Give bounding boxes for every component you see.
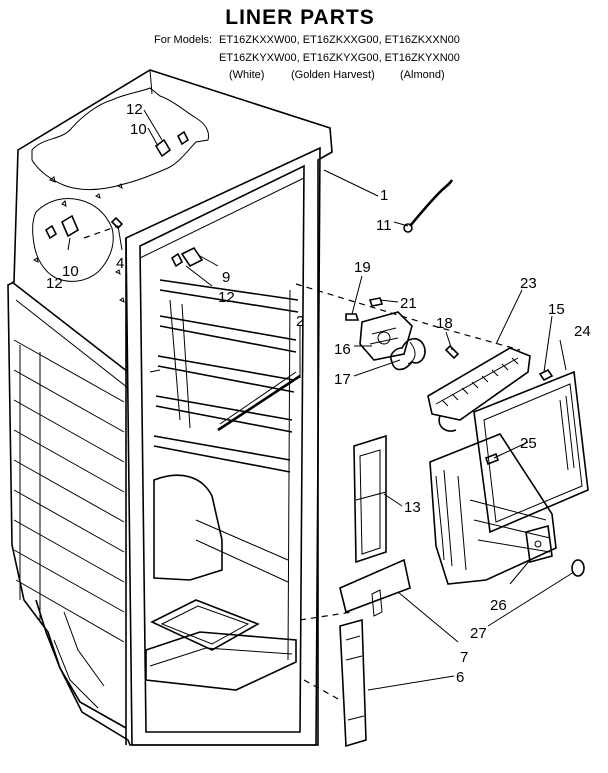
clip-4 [110, 216, 124, 230]
damper-bracket [525, 524, 553, 564]
duct-cover [339, 618, 367, 748]
assembly-dashline-1 [295, 283, 521, 351]
fan-shroud [427, 347, 531, 421]
callout-16: 16 [334, 341, 351, 358]
clip-10-left [60, 214, 80, 238]
screw-15 [538, 368, 554, 382]
callout-15: 15 [548, 301, 565, 318]
callout-12-top: 12 [126, 101, 143, 118]
callout-2: 2 [296, 313, 304, 330]
fan-blade [390, 337, 426, 371]
shelf-rod [217, 374, 301, 432]
callout-1: 1 [380, 187, 388, 204]
model-color-almond: (Almond) [400, 69, 445, 81]
clip-12 [176, 130, 190, 146]
callout-4: 4 [116, 255, 124, 272]
callout-27: 27 [470, 625, 487, 642]
clip-10 [154, 138, 172, 158]
callout-7: 7 [460, 649, 468, 666]
models-line-1: ET16ZKXXW00, ET16ZKXXG00, ET16ZKXXN00 [219, 34, 460, 46]
screw-19 [345, 313, 360, 321]
callout-13: 13 [404, 499, 421, 516]
model-color-golden-harvest: (Golden Harvest) [291, 69, 375, 81]
clip-9 [180, 246, 204, 268]
screw-18 [444, 344, 460, 360]
assembly-dashline-3 [303, 679, 341, 701]
air-duct [353, 434, 387, 564]
leader-lines [67, 109, 575, 691]
callout-23: 23 [520, 275, 537, 292]
callout-12-left: 12 [46, 275, 63, 292]
callout-18: 18 [436, 315, 453, 332]
screw-25 [485, 452, 499, 466]
fan-motor-bracket [359, 311, 413, 361]
air-diffuser [339, 558, 411, 614]
model-color-white: (White) [229, 69, 264, 81]
models-prefix: For Models: [154, 34, 212, 46]
wire-harness [409, 179, 454, 227]
page-title: LINER PARTS [225, 6, 374, 29]
air-duct-panel [429, 433, 557, 585]
callout-9: 9 [222, 269, 230, 286]
control-knob [571, 559, 585, 577]
callout-21: 21 [400, 295, 417, 312]
callout-19: 19 [354, 259, 371, 276]
callout-25: 25 [520, 435, 537, 452]
evaporator-cover [473, 370, 589, 534]
callout-24: 24 [574, 323, 591, 340]
callout-12-mid: 12 [218, 289, 235, 306]
callout-10-left: 10 [62, 263, 79, 280]
callout-6: 6 [456, 669, 464, 686]
screw-21 [368, 297, 384, 307]
liner-cabinet [7, 69, 333, 746]
callout-17: 17 [334, 371, 351, 388]
callout-11: 11 [376, 217, 392, 234]
clip-12-lower [170, 252, 184, 268]
wire-connector [403, 223, 413, 233]
models-line-2: ET16ZKYXW00, ET16ZKYXG00, ET16ZKYXN00 [219, 52, 460, 64]
callout-10-top: 10 [130, 121, 147, 138]
clip-12-left [44, 224, 58, 240]
assembly-dashline-2 [299, 611, 353, 621]
callout-26: 26 [490, 597, 507, 614]
